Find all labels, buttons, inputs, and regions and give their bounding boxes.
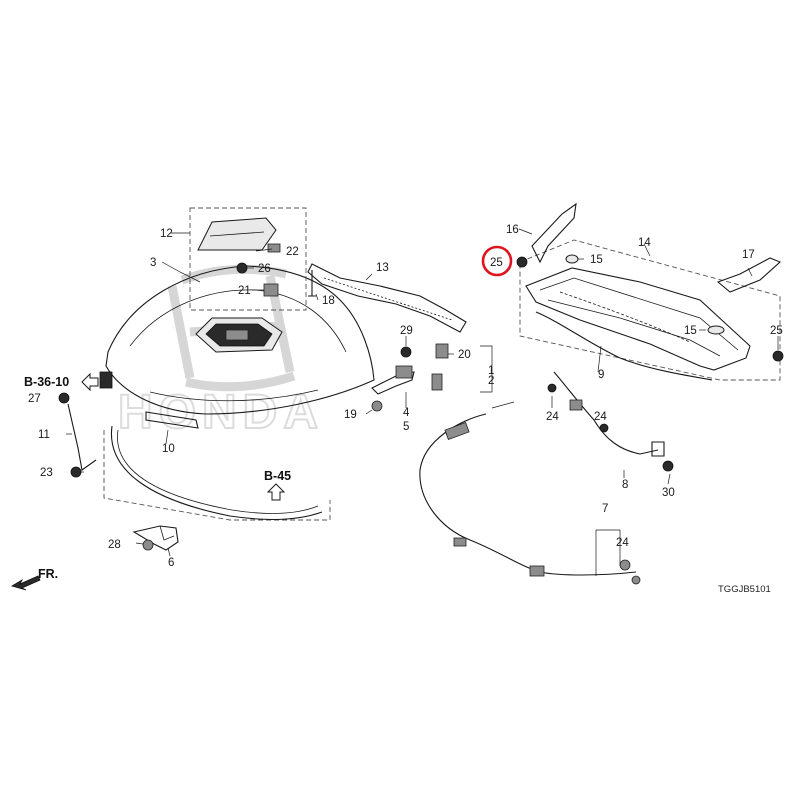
front-seal (110, 425, 323, 521)
callout-24-a: 24 (546, 411, 559, 423)
callout-8: 8 (622, 479, 628, 491)
callout-5: 5 (403, 421, 409, 433)
cowl-bracket-16 (531, 202, 577, 264)
callout-7: 7 (602, 503, 608, 515)
cap-15-top (565, 254, 579, 264)
callout-10: 10 (162, 443, 175, 455)
cap-15-bottom (707, 325, 725, 335)
grommet-27 (58, 392, 70, 404)
cowl-top (525, 267, 751, 371)
direction-label: FR. (38, 567, 58, 581)
leader-lines (66, 228, 779, 557)
callout-17: 17 (742, 249, 755, 261)
stay-18 (308, 270, 316, 297)
callout-3: 3 (150, 257, 156, 269)
callout-19: 19 (344, 409, 357, 421)
reference-b-45: B-45 (264, 469, 291, 501)
callout-29: 29 (400, 325, 413, 337)
release-cable-group (419, 371, 665, 585)
callout-18: 18 (322, 295, 335, 307)
cowl-group (516, 202, 784, 472)
callout-4: 4 (403, 407, 410, 419)
callout-25-right: 25 (770, 325, 783, 337)
nut-30 (662, 460, 674, 472)
bolt-20 (435, 343, 449, 359)
reference-label: B-36-10 (24, 375, 69, 389)
callout-24-c: 24 (594, 411, 607, 423)
bolt-19 (371, 400, 383, 412)
callout-2: 2 (488, 375, 494, 387)
clip-22 (267, 243, 281, 253)
front-direction-indicator: FR. (11, 567, 58, 591)
front-molding-group (103, 411, 331, 521)
bolt-29 (400, 346, 412, 358)
molding-10 (145, 411, 199, 429)
b-36-10-part (99, 371, 113, 389)
hood-latch (132, 525, 179, 551)
hinge-plate (395, 365, 413, 379)
callout-6: 6 (168, 557, 174, 569)
callout-21: 21 (238, 285, 251, 297)
callout-25-highlighted: 25 (490, 257, 503, 269)
callout-22: 22 (286, 246, 299, 258)
cowl-bracket-17 (716, 257, 782, 293)
reference-b-36-10: B-36-10 (24, 372, 99, 392)
reference-arrow-left (81, 372, 99, 392)
callout-30: 30 (662, 487, 675, 499)
callout-23: 23 (40, 467, 53, 479)
hood-panel (105, 265, 375, 415)
callout-11: 11 (38, 429, 50, 441)
callout-labels: 1 2 3 4 5 6 7 8 9 10 11 12 13 14 15 15 1… (28, 224, 783, 569)
callout-13: 13 (376, 262, 389, 274)
callout-28: 28 (108, 539, 121, 551)
release-cable-7 (419, 413, 637, 576)
clip-26 (236, 262, 248, 274)
callout-26: 26 (258, 263, 271, 275)
callout-14: 14 (638, 237, 651, 249)
clip-25-left (516, 256, 528, 268)
callout-24-b: 24 (616, 537, 629, 549)
release-cable-8 (553, 371, 659, 455)
clip-25-right (772, 350, 784, 362)
cowl-seal-9 (535, 311, 713, 381)
hood-seal (307, 263, 467, 333)
callout-16: 16 (506, 224, 519, 236)
clip-24-a (547, 383, 557, 393)
callout-15-top: 15 (590, 254, 603, 266)
bumper-21 (263, 283, 279, 297)
drawing-code: TGGJB5101 (718, 584, 771, 595)
callout-1: 1 (488, 365, 494, 377)
reference-arrow-up (266, 483, 286, 501)
highlight-circle (481, 245, 513, 277)
callout-12: 12 (160, 228, 173, 240)
callout-27: 27 (28, 393, 41, 405)
clip-24-b (599, 423, 609, 433)
front-arrow-icon (11, 575, 41, 591)
holder-23 (70, 466, 82, 478)
hood-stay (67, 403, 97, 471)
bolt-28 (142, 539, 154, 551)
callout-9: 9 (598, 369, 604, 381)
reference-label: B-45 (264, 469, 291, 483)
callout-15-bottom: 15 (684, 325, 697, 337)
hood-hinge-group (371, 343, 493, 412)
hood-latch-group (132, 525, 179, 551)
hood-stay-group (58, 371, 113, 478)
callout-20: 20 (458, 349, 471, 361)
clip-24-c (619, 559, 631, 571)
